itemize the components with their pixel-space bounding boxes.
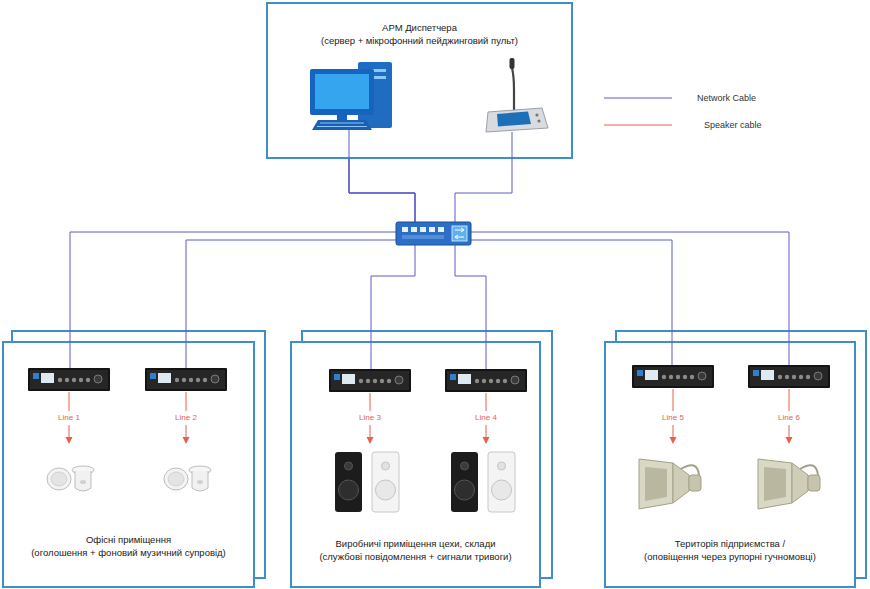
network-cable: [70, 159, 415, 341]
switch-led-row: [402, 235, 444, 239]
box-heading: Виробничі приміщення цехи, склади: [336, 537, 496, 550]
line-label: Line 6: [777, 413, 801, 423]
network-switch: [396, 222, 471, 245]
switch-port: [429, 227, 435, 232]
switch-port: [420, 227, 426, 232]
box-description: (оголошення + фоновий музичний супровід): [31, 546, 226, 559]
box-description: (сервер + мікрофонний пейджинговий пульт…: [321, 34, 518, 47]
switch-arrows: [455, 228, 464, 239]
switch-icon: [452, 226, 467, 241]
line-label: Line 5: [661, 413, 685, 423]
network-wires: [70, 130, 789, 369]
zone-box: Офісні приміщення(оголошення + фоновий м…: [2, 341, 255, 588]
line-label: Line 1: [57, 413, 81, 423]
zone-box: Виробничі приміщення цехи, склади(службо…: [290, 341, 541, 588]
switch-port: [402, 227, 408, 232]
network-cable: [349, 159, 415, 341]
switch-body: [396, 222, 471, 245]
box-heading: АРМ Диспетчера: [382, 21, 457, 34]
box-description: (оповіщення через рупорні гучномовці): [644, 550, 816, 563]
box-heading: Територія підприємства /: [675, 537, 785, 550]
line-label: Line 4: [474, 413, 498, 423]
legend-text: Speaker cable: [704, 119, 762, 131]
dispatcher-box: АРМ Диспетчера(сервер + мікрофонний пейд…: [266, 2, 573, 159]
switch-port: [438, 227, 444, 232]
zone-box: Територія підприємства /(оповіщення чере…: [604, 341, 856, 588]
legend-line-sample: [604, 125, 672, 126]
switch-port: [411, 227, 417, 232]
legend-text: Network Cable: [697, 92, 756, 104]
box-description: (службові повідомлення + сигнали тривоги…: [319, 550, 511, 563]
network-cable: [349, 159, 789, 341]
legend-line-sample: [604, 98, 672, 99]
line-label: Line 3: [358, 413, 382, 423]
line-label: Line 2: [174, 413, 198, 423]
box-heading: Офісні приміщення: [86, 533, 171, 546]
